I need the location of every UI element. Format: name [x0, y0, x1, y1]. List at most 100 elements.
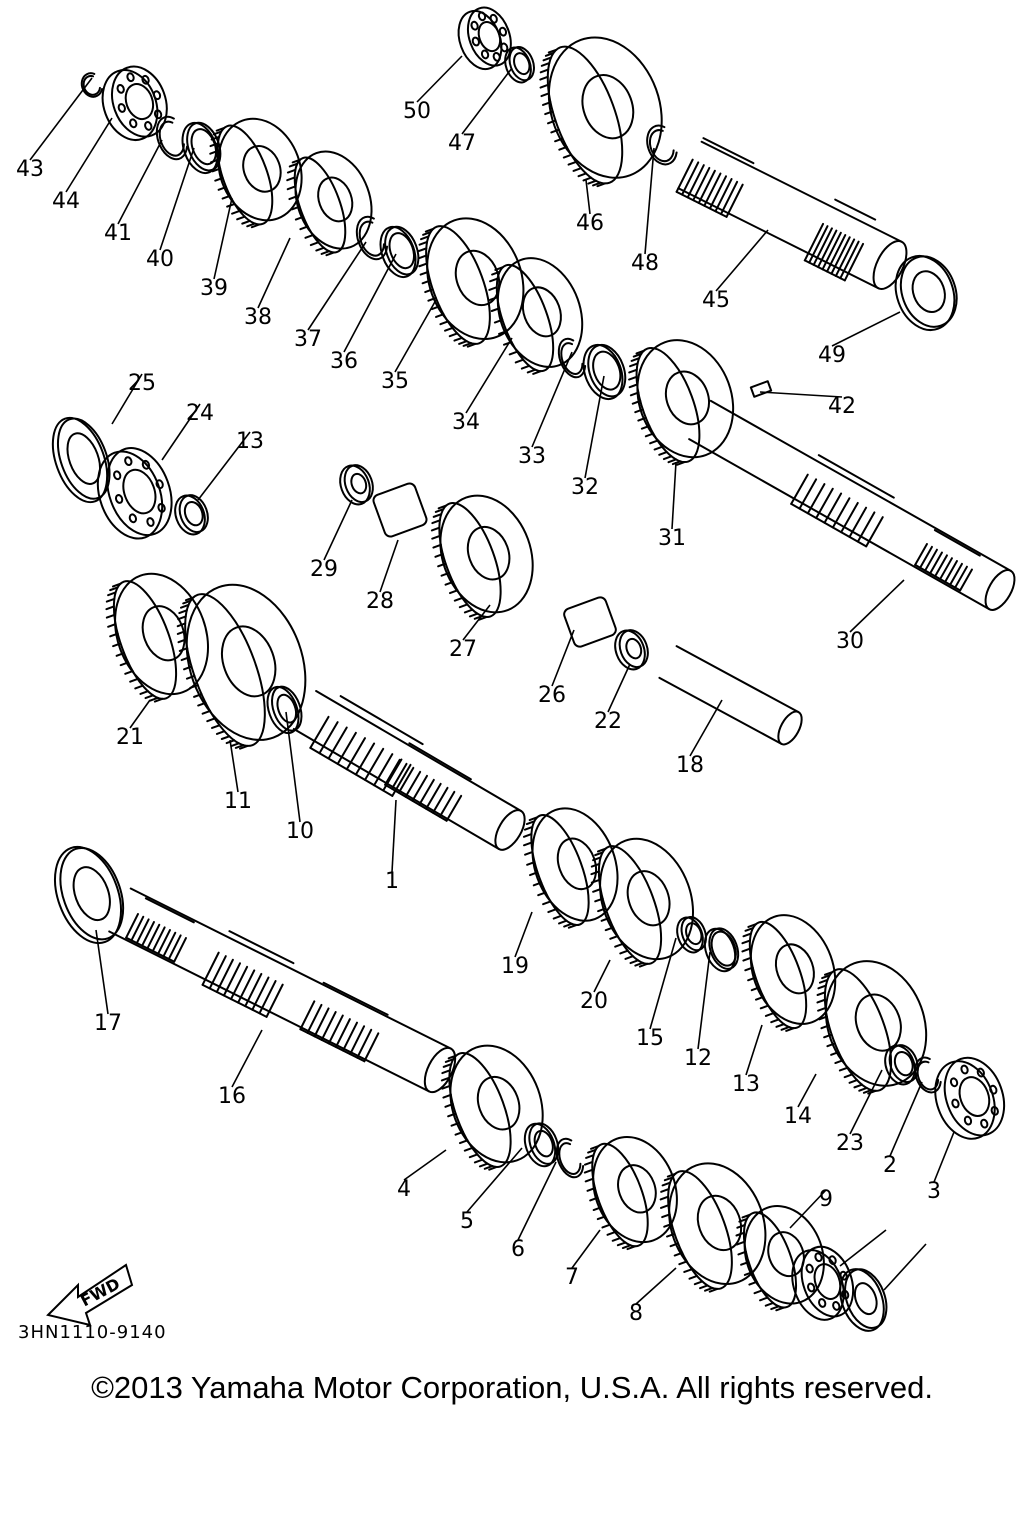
callout-label-21: 10 [286, 819, 314, 844]
callout-label-35: 35 [381, 369, 409, 394]
callout-leader-12 [797, 1073, 817, 1108]
washer-29b [610, 625, 653, 673]
gear-31 [616, 327, 749, 473]
gear-17 [512, 796, 632, 934]
callout-leader-48 [644, 147, 655, 255]
callout-leader-41 [117, 139, 163, 225]
washer-36 [374, 221, 425, 282]
callout-leader-22 [129, 699, 151, 729]
callout-leader-19 [649, 937, 677, 1030]
shaft-26 [659, 646, 806, 748]
callout-leader-40 [159, 147, 195, 251]
callout-leader-28 [551, 629, 575, 687]
callout-leader-44 [65, 117, 113, 193]
callout-leader-35 [394, 299, 437, 373]
callout-leader-33 [531, 351, 573, 448]
callout-leader-43 [29, 77, 93, 161]
callout-label-25: 25 [128, 371, 156, 396]
bearing-25 [42, 409, 120, 509]
callout-label-5: 7 [565, 1265, 579, 1290]
circlip-43 [78, 71, 103, 100]
callout-leader-15 [745, 1024, 763, 1076]
callout-label-2: 4 [397, 1177, 411, 1202]
callout-leader-46 [585, 179, 591, 215]
gear-7 [726, 1195, 837, 1317]
shaft-11 [294, 691, 531, 855]
callout-label-43: 43 [16, 157, 44, 182]
washer-47 [501, 43, 539, 86]
gear-22 [94, 561, 224, 710]
callout-label-34: 34 [452, 410, 480, 435]
callout-label-11: 1 [385, 869, 399, 894]
callout-leader-21 [285, 711, 301, 823]
gear-6 [648, 1150, 782, 1300]
callout-leader-45 [715, 229, 769, 292]
callout-leader-13 [849, 1069, 883, 1135]
callout-leader-38 [257, 237, 291, 309]
gear-35 [406, 205, 540, 355]
bearing-50 [451, 2, 519, 75]
bearing-23 [925, 1049, 1014, 1147]
callout-label-50: 50 [403, 99, 431, 124]
bearing-10 [43, 837, 136, 952]
callout-label-10: 17 [94, 1011, 122, 1036]
bearing-8 [783, 1240, 862, 1327]
callout-label-15: 13 [732, 1072, 760, 1097]
circlip-41 [151, 113, 190, 163]
gear-39 [199, 107, 315, 234]
callout-leader-5 [571, 1229, 601, 1269]
clip-20 [699, 923, 743, 975]
bearing-24 [86, 439, 183, 548]
callout-label-30: 30 [836, 629, 864, 654]
callout-label-6: 8 [629, 1301, 643, 1326]
callout-label-47: 47 [448, 131, 476, 156]
callout-label-16: 20 [580, 989, 608, 1014]
callout-label-22: 21 [116, 725, 144, 750]
washer-32 [577, 338, 633, 404]
callout-label-24: 24 [186, 401, 214, 426]
callout-leader-4 [517, 1161, 557, 1241]
callout-label-40: 40 [146, 247, 174, 272]
callout-leader-37 [307, 241, 367, 331]
callout-leader-8 [839, 1229, 887, 1267]
callout-label-27: 27 [449, 637, 477, 662]
washer-13a [170, 490, 213, 538]
pin-42 [751, 381, 771, 397]
callout-leader-34 [465, 337, 513, 414]
circlip-4 [552, 1136, 586, 1181]
callout-leader-3 [466, 1147, 523, 1213]
fwd-arrow-icon: FWD [46, 1263, 134, 1327]
bearing-28a [372, 482, 428, 538]
gear-12 [804, 947, 943, 1102]
callout-label-36: 36 [330, 349, 358, 374]
drawing-code: 3HN1110-9140 [18, 1322, 167, 1343]
callout-leader-10 [95, 929, 109, 1015]
callout-label-41: 41 [104, 221, 132, 246]
gear-18 [161, 568, 326, 758]
callout-label-38: 38 [244, 305, 272, 330]
callout-label-48: 48 [631, 251, 659, 276]
washer-13b [880, 1040, 923, 1088]
callout-label-1: 16 [218, 1084, 246, 1109]
callout-label-49: 49 [818, 343, 846, 368]
circlip-33 [554, 336, 588, 381]
gear-2 [429, 1033, 558, 1178]
callout-leader-50 [416, 55, 463, 103]
callout-label-28: 28 [366, 589, 394, 614]
washer-19 [673, 913, 711, 956]
callout-label-33: 33 [518, 444, 546, 469]
nut-9 [832, 1262, 894, 1337]
callout-leader-9 [883, 1243, 927, 1291]
callout-label-37: 37 [294, 327, 322, 352]
bearing-28b [562, 596, 617, 649]
callout-leader-36 [343, 253, 397, 353]
callout-leader-29 [323, 499, 353, 561]
callout-leader-49 [831, 311, 901, 347]
callout-leader-14 [889, 1081, 923, 1157]
callout-label-32: 32 [571, 475, 599, 500]
callout-leader-28 [379, 539, 399, 593]
callout-leader-25 [111, 373, 143, 425]
callout-label-18: 11 [224, 789, 252, 814]
callout-label-29: 22 [594, 709, 622, 734]
